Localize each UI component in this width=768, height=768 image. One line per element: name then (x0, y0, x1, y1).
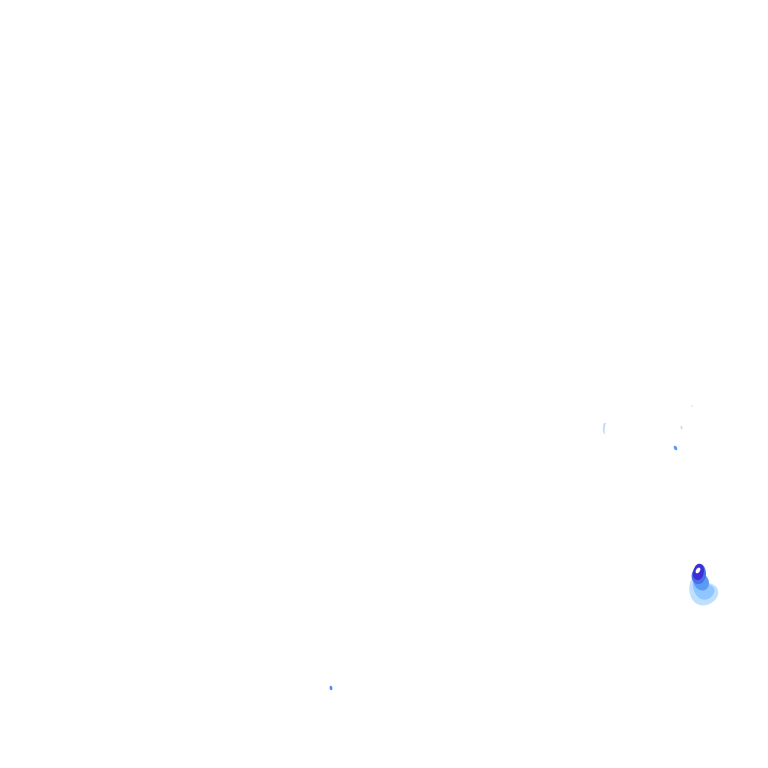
echo-core-hotspot (695, 567, 701, 574)
echo-3 (673, 445, 678, 451)
echo-1 (602, 423, 606, 434)
echo-2 (680, 425, 683, 430)
storm-cell-main (689, 563, 719, 606)
echo-4 (329, 685, 333, 691)
echo-5 (691, 405, 693, 407)
